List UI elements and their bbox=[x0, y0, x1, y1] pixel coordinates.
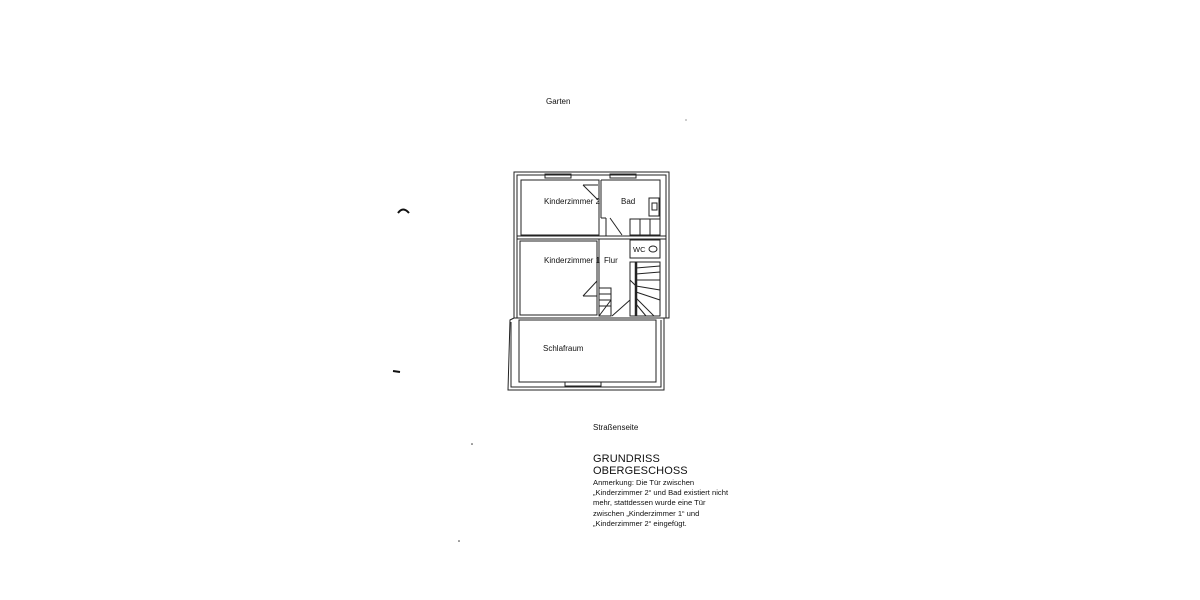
room-label-schlafraum: Schlafraum bbox=[543, 344, 584, 353]
room-label-wc: WC bbox=[633, 245, 646, 254]
scan-mark bbox=[392, 370, 401, 373]
room-label-flur: Flur bbox=[604, 256, 618, 265]
wc-room-outline bbox=[629, 239, 661, 259]
bad-sink-icon bbox=[648, 197, 660, 217]
staircase bbox=[629, 261, 661, 317]
scan-mark bbox=[397, 208, 410, 214]
caption-title-line2: OBERGESCHOSS bbox=[593, 465, 688, 477]
window-top-left bbox=[544, 173, 572, 179]
kinderzimmer1-room-outline bbox=[519, 240, 598, 316]
room-label-bad: Bad bbox=[621, 197, 636, 206]
note-line: Anmerkung: Die Tür zwischen bbox=[593, 478, 695, 487]
schlafraum-room-outline bbox=[518, 319, 657, 383]
garden-side-label: Garten bbox=[546, 97, 571, 106]
note-line: „Kinderzimmer 2“ und Bad existiert nicht bbox=[593, 488, 729, 498]
room-label-kinderzimmer-2: Kinderzimmer 2 bbox=[544, 197, 601, 206]
street-side-label: Straßenseite bbox=[593, 423, 639, 432]
note-line: mehr, stattdessen wurde eine Tür bbox=[593, 498, 706, 508]
window-top-right bbox=[609, 173, 637, 179]
kinderzimmer2-room-outline bbox=[520, 179, 600, 236]
window-bottom bbox=[564, 381, 602, 387]
caption-title-line1: GRUNDRISS bbox=[593, 453, 660, 465]
caption-note: Anmerkung: Die Tür zwischen „Kinderzimme… bbox=[593, 478, 743, 529]
room-label-kinderzimmer-1: Kinderzimmer 1 bbox=[544, 256, 601, 265]
note-line: „Kinderzimmer 2“ eingefügt. bbox=[593, 518, 687, 528]
toilet-icon bbox=[648, 245, 658, 253]
note-line: zwischen „Kinderzimmer 1“ und bbox=[593, 508, 700, 518]
